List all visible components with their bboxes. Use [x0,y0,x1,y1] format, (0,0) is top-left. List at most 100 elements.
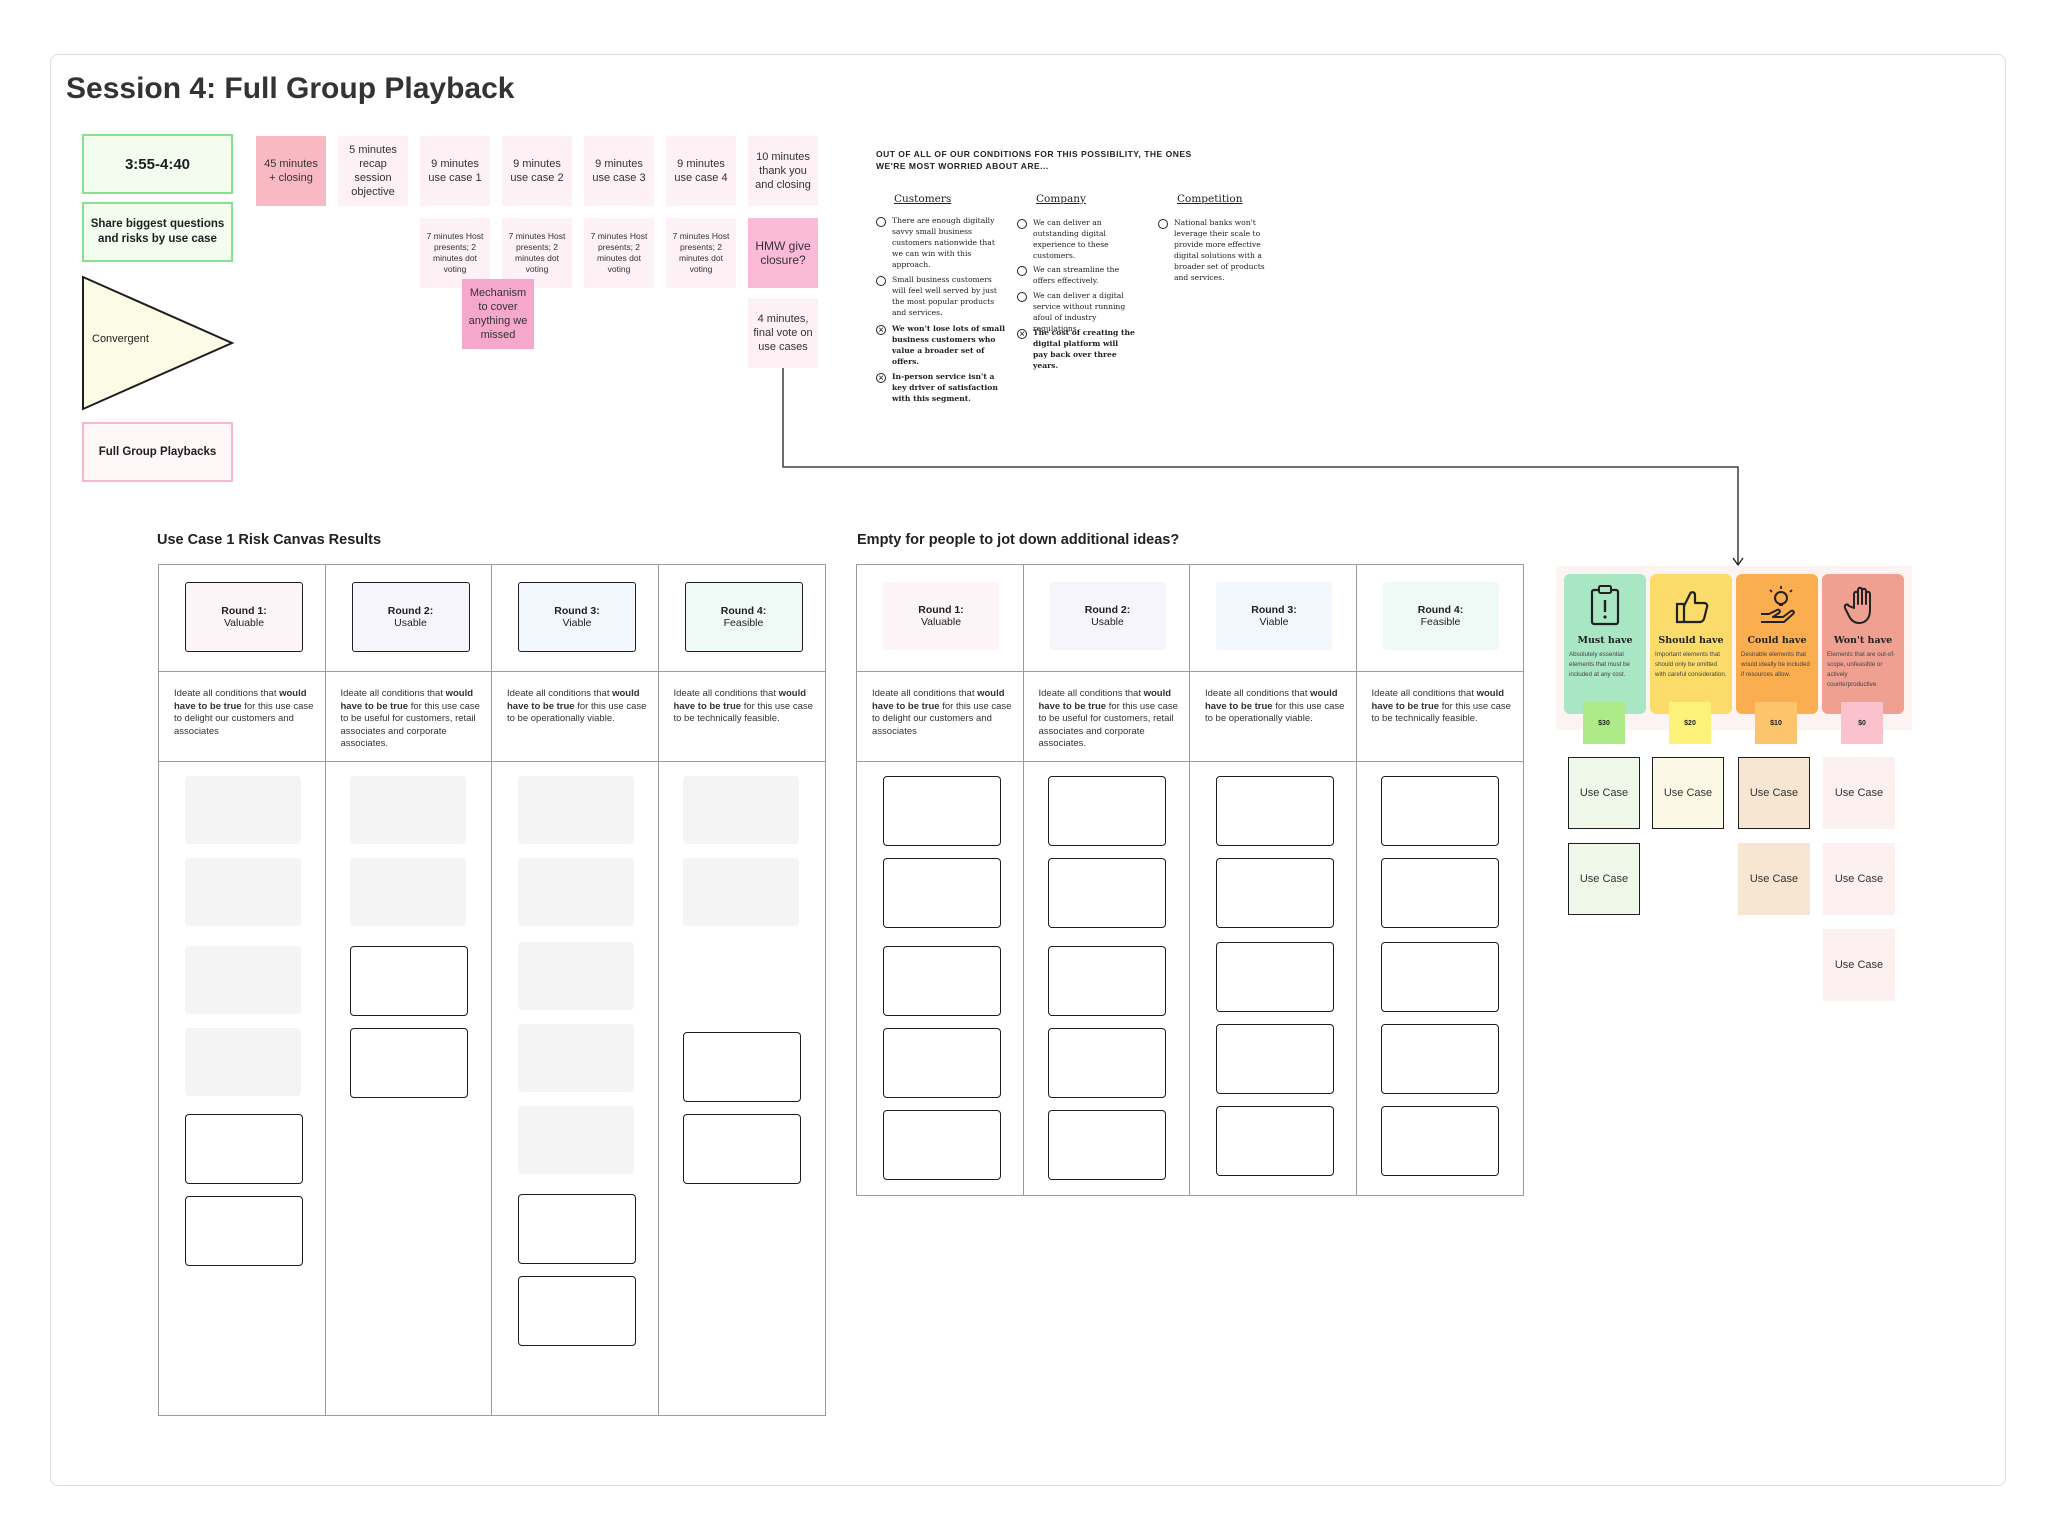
could-have-card[interactable]: Could have Desirable elements that would… [1736,574,1818,714]
outlined-card[interactable] [1216,1106,1334,1176]
outlined-card[interactable] [1047,946,1166,1016]
sticky-mechanism[interactable]: Mechanism to cover anything we missed [462,279,534,349]
condition-item-selected[interactable]: ×The cost of creating the digital platfo… [1017,327,1135,371]
outlined-card[interactable] [1047,858,1166,928]
round-card[interactable]: Round 3:Viable [1216,582,1332,650]
sticky-hmw-closure[interactable]: HMW give closure? [748,218,818,288]
outlined-card[interactable] [883,858,1001,928]
sticky-agenda-recap[interactable]: 5 minutes recap session objective [338,136,408,206]
wont-have-desc: Elements that are out-of-scope, unfeasib… [1827,651,1896,688]
convergent-triangle[interactable] [80,274,236,412]
desc-cell: Ideate all conditions that would have to… [1356,672,1523,762]
sticky-host-uc4[interactable]: 7 minutes Host presents; 2 minutes dot v… [666,218,736,288]
cards-cell [857,762,1024,1195]
round-card[interactable]: Round 2:Usable [1049,582,1166,650]
outlined-card[interactable] [883,946,1001,1016]
outlined-card[interactable] [1380,942,1499,1012]
sticky-agenda-uc2[interactable]: 9 minutes use case 2 [502,136,572,206]
time-box[interactable]: 3:55-4:40 [82,134,233,194]
condition-item[interactable]: Small business customers will feel well … [876,274,1006,318]
round-card[interactable]: Round 1:Valuable [883,582,999,650]
use-case-sticky[interactable]: Use Case [1738,843,1810,915]
outlined-card[interactable] [1047,776,1166,846]
sticky-final-vote[interactable]: 4 minutes, final vote on use cases [748,298,818,368]
sticky-agenda-uc4[interactable]: 9 minutes use case 4 [666,136,736,206]
use-case-sticky[interactable]: Use Case [1568,757,1640,829]
outlined-card[interactable] [883,1028,1001,1098]
sticky-agenda-uc3[interactable]: 9 minutes use case 3 [584,136,654,206]
empty-card[interactable] [349,776,466,844]
empty-card[interactable] [518,1106,634,1174]
condition-item[interactable]: There are enough digitally savvy small b… [876,215,1006,270]
sticky-host-uc1[interactable]: 7 minutes Host presents; 2 minutes dot v… [420,218,490,288]
should-have-title: Should have [1658,635,1724,646]
sticky-agenda-total[interactable]: 45 minutes + closing [256,136,326,206]
outlined-card[interactable] [682,1032,801,1102]
empty-card[interactable] [185,946,301,1014]
outlined-card[interactable] [349,946,468,1016]
desc-cell: Ideate all conditions that would have to… [658,672,825,762]
should-have-card[interactable]: Should have Important elements that shou… [1650,574,1732,714]
outlined-card[interactable] [1380,1106,1499,1176]
outlined-card[interactable] [1216,942,1334,1012]
use-case-sticky[interactable]: Use Case [1652,757,1724,829]
condition-item[interactable]: We can streamline the offers effectively… [1017,264,1135,286]
use-case-sticky[interactable]: Use Case [1823,843,1895,915]
round-card[interactable]: Round 4:Feasible [684,582,803,652]
outlined-card[interactable] [1047,1110,1166,1180]
wont-have-card[interactable]: Won't have Elements that are out-of-scop… [1822,574,1904,714]
round-card[interactable]: Round 2:Usable [351,582,470,652]
empty-card[interactable] [518,942,634,1010]
round-card[interactable]: Round 3:Viable [518,582,636,652]
use-case-sticky[interactable]: Use Case [1738,757,1810,829]
round-description: Ideate all conditions that would have to… [1371,688,1511,724]
empty-card[interactable] [185,776,301,844]
outlined-card[interactable] [518,1276,636,1346]
use-case-sticky[interactable]: Use Case [1568,843,1640,915]
outlined-card[interactable] [518,1194,636,1264]
must-have-card[interactable]: Must have Absolutely essential elements … [1564,574,1646,714]
round-description: Ideate all conditions that would have to… [174,688,314,737]
round-card[interactable]: Round 4:Feasible [1382,582,1499,650]
outlined-card[interactable] [1380,1024,1499,1094]
sticky-host-uc2[interactable]: 7 minutes Host presents; 2 minutes dot v… [502,218,572,288]
round-card[interactable]: Round 1:Valuable [185,582,303,652]
outlined-card[interactable] [185,1114,303,1184]
outlined-card[interactable] [1216,858,1334,928]
price-should-have[interactable]: $20 [1669,702,1711,744]
condition-item[interactable]: We can deliver an outstanding digital ex… [1017,217,1135,261]
price-wont-have[interactable]: $0 [1841,702,1883,744]
price-must-have[interactable]: $30 [1583,702,1625,744]
empty-card[interactable] [518,776,634,844]
condition-item-selected[interactable]: ×In-person service isn't a key driver of… [876,371,1006,404]
outlined-card[interactable] [1216,1024,1334,1094]
outlined-card[interactable] [185,1196,303,1266]
condition-item[interactable]: National banks won't leverage their scal… [1158,217,1270,283]
outlined-card[interactable] [883,1110,1001,1180]
condition-item[interactable]: We can deliver a digital service without… [1017,290,1135,334]
use-case-sticky[interactable]: Use Case [1823,929,1895,1001]
risk-canvas-2: Round 1:Valuable Round 2:Usable Round 3:… [856,564,1524,1196]
empty-card[interactable] [185,1028,301,1096]
outlined-card[interactable] [1380,858,1499,928]
outlined-card[interactable] [1216,776,1334,846]
empty-card[interactable] [682,776,799,844]
empty-card[interactable] [185,858,301,926]
sticky-agenda-uc1[interactable]: 9 minutes use case 1 [420,136,490,206]
empty-card[interactable] [518,1024,634,1092]
empty-card[interactable] [518,858,634,926]
outlined-card[interactable] [1047,1028,1166,1098]
instruction-box[interactable]: Share biggest questions and risks by use… [82,202,233,262]
use-case-sticky[interactable]: Use Case [1823,757,1895,829]
sticky-agenda-closing[interactable]: 10 minutes thank you and closing [748,136,818,206]
outlined-card[interactable] [1380,776,1499,846]
outlined-card[interactable] [349,1028,468,1098]
condition-item-selected[interactable]: ×We won't lose lots of small business cu… [876,323,1006,367]
price-could-have[interactable]: $10 [1755,702,1797,744]
empty-card[interactable] [349,858,466,926]
full-group-playbacks-box[interactable]: Full Group Playbacks [82,422,233,482]
sticky-host-uc3[interactable]: 7 minutes Host presents; 2 minutes dot v… [584,218,654,288]
empty-card[interactable] [682,858,799,926]
outlined-card[interactable] [682,1114,801,1184]
outlined-card[interactable] [883,776,1001,846]
